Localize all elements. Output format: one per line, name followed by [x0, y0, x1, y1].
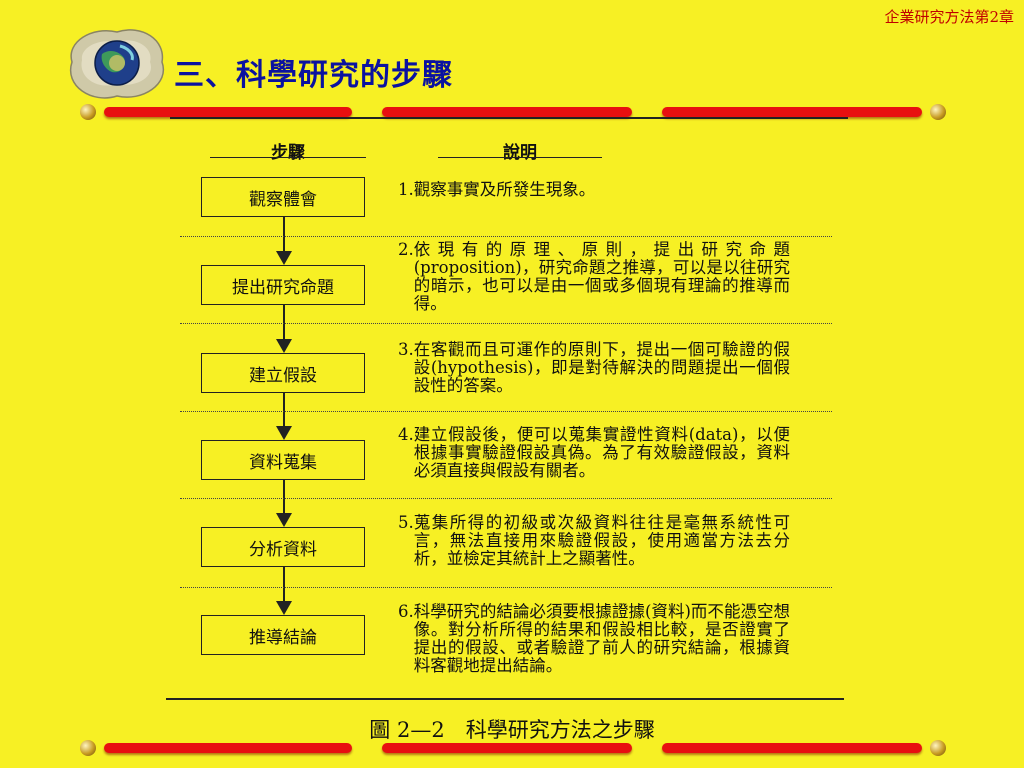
step-text: 蒐集所得的初級或次級資料往往是毫無系統性可言，無法直接用來驗證假設，使用適當方法…: [413, 513, 790, 568]
arrow-head-5: [276, 601, 292, 615]
decor-bead-bottom-right: [930, 740, 946, 756]
step-number: 3.: [398, 340, 414, 359]
step-box-hypothesis: 建立假設: [201, 353, 365, 393]
step-text: 依現有的原理、原則，提出研究命題(proposition)，研究命題之推導，可以…: [413, 240, 790, 313]
step-text: 觀察事實及所發生現象。: [413, 180, 596, 199]
step-text: 在客觀而且可運作的原則下，提出一個可驗證的假設(hypothesis)，即是對待…: [413, 340, 790, 395]
step-description-3: 3.在客觀而且可運作的原則下，提出一個可驗證的假設(hypothesis)，即是…: [398, 341, 790, 395]
arrow-shaft-5: [283, 567, 285, 601]
decor-bead-bottom-left: [80, 740, 96, 756]
chapter-label: 企業研究方法第2章: [884, 8, 1014, 26]
decor-bead-top-right: [930, 104, 946, 120]
arrow-shaft-3: [283, 393, 285, 426]
step-number: 5.: [398, 513, 414, 532]
desc-column-underline: [438, 157, 602, 158]
step-text: 建立假設後，便可以蒐集實證性資料(data)，以便根據事實驗證假設真偽。為了有效…: [413, 425, 790, 480]
step-number: 4.: [398, 425, 414, 444]
step-box-analysis: 分析資料: [201, 527, 365, 567]
arrow-head-4: [276, 513, 292, 527]
step-box-conclusion: 推導結論: [201, 615, 365, 655]
arrow-head-1: [276, 251, 292, 265]
steps-column-underline: [210, 157, 366, 158]
steps-column-header: 步驟: [271, 143, 305, 163]
figure-caption: 圖 2—2 科學研究方法之步驟: [369, 718, 655, 742]
arrow-shaft-1: [283, 217, 285, 251]
step-text: 科學研究的結論必須要根據證據(資料)而不能憑空想像。對分析所得的結果和假設相比較…: [413, 602, 790, 675]
arrow-head-2: [276, 339, 292, 353]
step-number: 2.: [398, 240, 414, 259]
step-number: 1.: [398, 180, 414, 199]
globe-logo: [69, 29, 165, 99]
step-box-proposition: 提出研究命題: [201, 265, 365, 305]
decor-bar-bottom-3: [662, 743, 922, 753]
row-separator: [180, 587, 832, 588]
decor-bar-top-1: [104, 107, 352, 117]
desc-column-header: 說明: [503, 143, 537, 163]
bottom-rule: [166, 698, 844, 700]
arrow-shaft-4: [283, 480, 285, 513]
arrow-head-3: [276, 426, 292, 440]
slide-title: 三、科學研究的步驟: [174, 58, 453, 93]
arrow-shaft-2: [283, 305, 285, 339]
decor-bar-top-3: [662, 107, 922, 117]
step-description-4: 4.建立假設後，便可以蒐集實證性資料(data)，以便根據事實驗證假設真偽。為了…: [398, 426, 790, 480]
decor-bar-top-2: [382, 107, 632, 117]
top-rule: [170, 117, 848, 119]
decor-bar-bottom-1: [104, 743, 352, 753]
row-separator: [180, 411, 832, 412]
step-description-6: 6.科學研究的結論必須要根據證據(資料)而不能憑空想像。對分析所得的結果和假設相…: [398, 603, 790, 675]
step-number: 6.: [398, 602, 414, 621]
row-separator: [180, 236, 832, 237]
row-separator: [180, 323, 832, 324]
step-description-5: 5.蒐集所得的初級或次級資料往往是毫無系統性可言，無法直接用來驗證假設，使用適當…: [398, 514, 790, 568]
step-description-1: 1.觀察事實及所發生現象。: [398, 181, 790, 199]
decor-bar-bottom-2: [382, 743, 632, 753]
step-box-data-collection: 資料蒐集: [201, 440, 365, 480]
step-description-2: 2.依現有的原理、原則，提出研究命題(proposition)，研究命題之推導，…: [398, 241, 790, 313]
decor-bead-top-left: [80, 104, 96, 120]
step-box-observe: 觀察體會: [201, 177, 365, 217]
row-separator: [180, 498, 832, 499]
